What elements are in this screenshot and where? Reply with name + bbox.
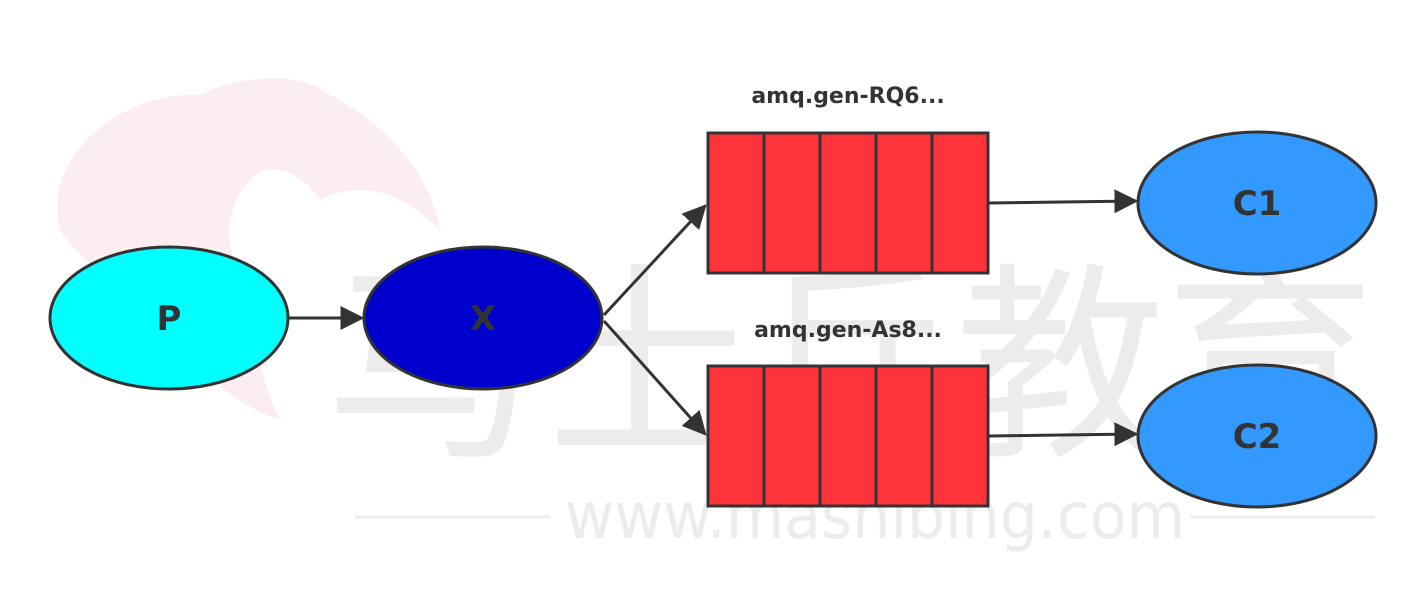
edge-exchange-queue1	[602, 204, 707, 317]
queue2[interactable]: amq.gen-As8...	[706, 318, 990, 508]
exchange-node[interactable]: X	[362, 245, 604, 391]
consumer2-label: C2	[1233, 417, 1282, 457]
producer-ellipse	[48, 245, 290, 391]
producer-node[interactable]: P	[48, 245, 290, 391]
edge-exchange-queue2	[602, 320, 707, 436]
queue2-slot-2	[762, 364, 822, 508]
consumer1-label: C1	[1233, 184, 1282, 224]
consumer2-node[interactable]: C2	[1136, 363, 1378, 509]
queue2-label: amq.gen-As8...	[754, 318, 942, 343]
edge-queue1-consumer1	[988, 189, 1139, 214]
queue1-slot-5	[930, 131, 990, 275]
consumer1-node[interactable]: C1	[1136, 130, 1378, 276]
queue1-slot-4	[874, 131, 934, 275]
queue1-slot-2	[762, 131, 822, 275]
producer-label: P	[157, 299, 182, 339]
exchange-label: X	[470, 299, 496, 339]
consumer2-ellipse	[1136, 363, 1378, 509]
watermark-logo	[56, 78, 440, 420]
queue2-slot-3	[818, 364, 878, 508]
queue1-slot-3	[818, 131, 878, 275]
queue2-slot-5	[930, 364, 990, 508]
queue2-slot-1	[706, 364, 766, 508]
exchange-ellipse	[362, 245, 604, 391]
queue1[interactable]: amq.gen-RQ6...	[706, 84, 990, 275]
queue1-label: amq.gen-RQ6...	[751, 84, 944, 109]
edges	[288, 189, 1139, 447]
consumer1-ellipse	[1136, 130, 1378, 276]
queue2-slot-4	[874, 364, 934, 508]
queue1-slot-1	[706, 131, 766, 275]
edge-queue2-consumer2	[988, 422, 1139, 447]
